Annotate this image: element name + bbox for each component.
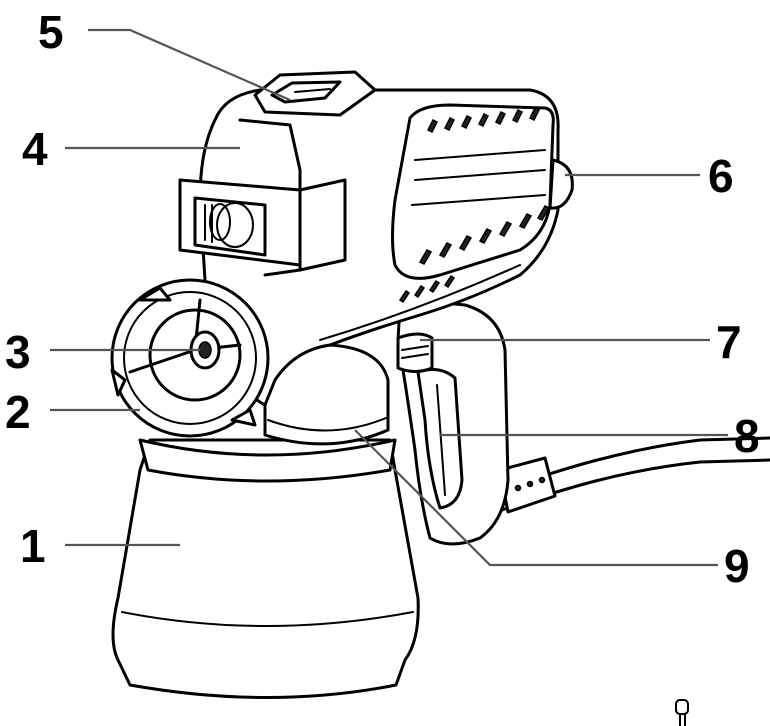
callout-2: 2 xyxy=(5,386,31,438)
sprayer-body xyxy=(178,88,560,407)
spray-nozzle xyxy=(189,330,221,370)
callout-9: 9 xyxy=(724,540,750,592)
top-switch xyxy=(253,70,377,117)
vent-slots-top xyxy=(426,106,541,134)
paint-container xyxy=(111,438,420,699)
paint-sprayer-illustration xyxy=(110,70,770,699)
plug-icon xyxy=(675,699,689,726)
power-cord xyxy=(498,436,770,514)
control-knob xyxy=(548,158,574,210)
air-cap-ring xyxy=(110,278,270,438)
callout-3: 3 xyxy=(5,326,31,378)
callout-8: 8 xyxy=(734,410,760,462)
callout-6: 6 xyxy=(708,150,734,202)
callout-4: 4 xyxy=(22,123,48,175)
leader-line-9 xyxy=(354,429,718,567)
trigger xyxy=(396,332,434,373)
ridge-slots xyxy=(398,274,456,304)
viewing-window xyxy=(178,178,302,267)
callout-7: 7 xyxy=(716,316,742,368)
leader-line-5 xyxy=(88,28,291,102)
vent-slots-bottom xyxy=(418,205,551,265)
leader-lines xyxy=(50,28,728,567)
callout-1: 1 xyxy=(20,520,46,572)
callout-labels: 1 2 3 4 5 6 7 8 9 xyxy=(5,6,760,592)
callout-5: 5 xyxy=(38,6,64,58)
